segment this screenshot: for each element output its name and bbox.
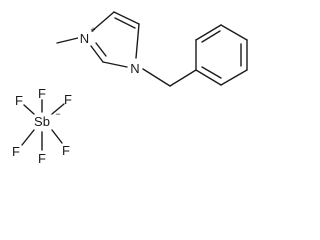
imidazolium-cation: N + N: [56, 11, 248, 87]
sb-f-bond-upper-right: [51, 103, 65, 115]
f-label-lower-left: F: [12, 144, 20, 159]
hexafluoroantimonate-anion: Sb − F F F F F F: [12, 86, 72, 166]
n-plus-charge: +: [90, 25, 95, 35]
sb-f-bond-lower-right: [51, 129, 63, 144]
n-ch2-bond: [142, 68, 171, 87]
f-label-upper-left: F: [15, 93, 23, 108]
ch2-phenyl-bond: [169, 69, 197, 87]
ring-bond-c4-c5-inner: [114, 17, 136, 29]
n-plus-atom: N +: [78, 25, 96, 46]
methyl-bond: [56, 37, 79, 44]
n-benzyl-atom: N: [128, 60, 142, 76]
phenyl-ring: [195, 24, 248, 86]
ring-bond-c2-n1: [90, 45, 104, 63]
f-label-top: F: [38, 86, 46, 101]
sb-f-bond-lower-left: [21, 129, 35, 146]
ring-bond-c4-n3: [135, 23, 140, 59]
f-label-lower-right: F: [62, 143, 70, 158]
ring-bond-c5-c4: [113, 11, 140, 25]
ring-bond-c2-n1-inner: [95, 42, 107, 57]
f-label-upper-right: F: [64, 92, 72, 107]
f-label-bottom: F: [38, 151, 46, 166]
sb-charge: −: [55, 109, 60, 119]
ring-bond-n3-c2: [102, 61, 128, 68]
chemical-structure-diagram: N + N Sb − F F F F F F: [12, 11, 248, 166]
ring-bond-n1-c5: [91, 11, 115, 32]
sb-f-bond-upper-left: [23, 104, 35, 115]
n-label: N: [130, 61, 139, 76]
sb-label: Sb: [34, 114, 50, 129]
n-plus-label: N: [80, 31, 89, 46]
